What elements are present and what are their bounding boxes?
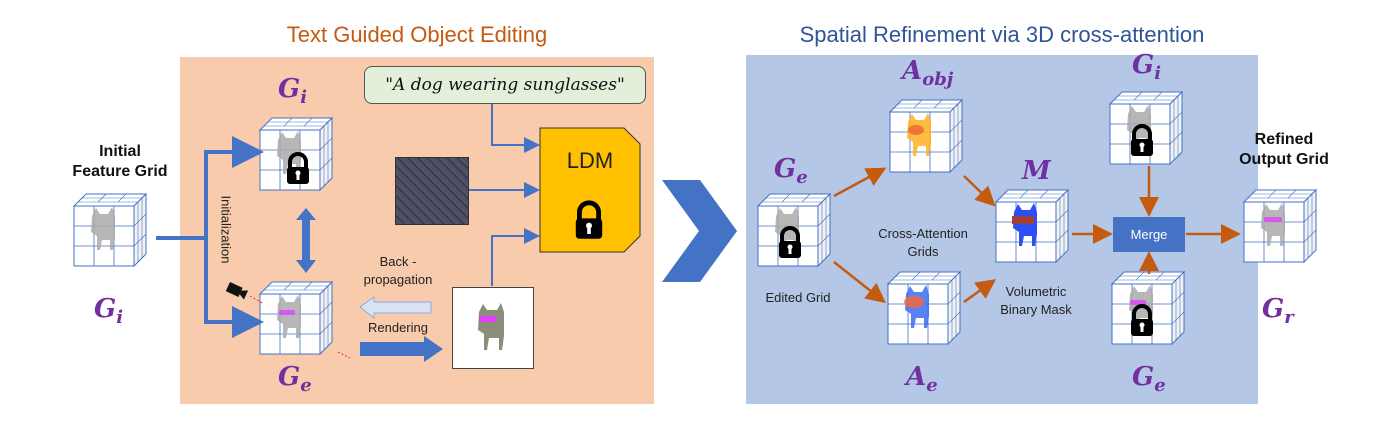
ae-symbol: Ae bbox=[906, 362, 938, 397]
text-prompt-box: "A dog wearing sunglasses" bbox=[364, 66, 646, 104]
backprop-arrow bbox=[359, 296, 432, 320]
m-symbol: M bbox=[1022, 156, 1051, 186]
camera-icon bbox=[225, 282, 249, 300]
output-label-line1: Refined bbox=[1254, 131, 1314, 148]
backprop-label-line1: Back - bbox=[379, 254, 417, 269]
edited-grid-cube bbox=[757, 193, 831, 267]
merge-block: Merge bbox=[1113, 217, 1185, 252]
backprop-label-line2: propagation bbox=[363, 272, 433, 287]
gi-locked-cube-right bbox=[1109, 91, 1183, 165]
aobj-symbol: Aobj bbox=[902, 56, 954, 91]
ae-to-mask-arrow bbox=[963, 279, 997, 304]
gi-locked-cube bbox=[259, 117, 333, 191]
ldm-label: LDM bbox=[566, 148, 614, 173]
ge-to-aobj-arrow bbox=[833, 167, 887, 198]
init-arrow-to-ge bbox=[204, 238, 264, 338]
render-to-ldm-arrow bbox=[491, 228, 540, 286]
aobj-to-mask-arrow bbox=[963, 175, 996, 207]
prompt-to-ldm-arrow bbox=[491, 102, 540, 153]
ge-locked-cube-right bbox=[1111, 271, 1185, 345]
refined-output-cube bbox=[1243, 189, 1317, 263]
input-gi-symbol: Gi bbox=[94, 294, 124, 329]
rendering-label: Rendering bbox=[368, 320, 428, 335]
rendered-image bbox=[452, 287, 534, 369]
edited-grid-label: Edited Grid bbox=[765, 290, 831, 305]
noise-image bbox=[395, 157, 469, 225]
input-label-line1: Initial bbox=[99, 143, 141, 160]
right-panel-title: Spatial Refinement via 3D cross-attentio… bbox=[799, 22, 1205, 47]
aobj-attention-cube bbox=[889, 99, 963, 173]
sunglasses-icon bbox=[279, 310, 295, 315]
ge-to-ae-arrow bbox=[833, 261, 886, 304]
cross-attention-label-line1: Cross-Attention bbox=[878, 226, 968, 241]
gi-symbol: Gi bbox=[278, 74, 308, 109]
input-label-line2: Feature Grid bbox=[72, 163, 168, 180]
rendering-arrow bbox=[360, 336, 443, 362]
sunglasses-icon bbox=[1264, 217, 1282, 222]
output-label-line2: Output Grid bbox=[1239, 151, 1329, 168]
rendered-dog-icon bbox=[478, 303, 504, 350]
mask-label-line2: Binary Mask bbox=[1000, 302, 1072, 317]
mask-label-line1: Volumetric bbox=[1005, 284, 1067, 299]
sync-double-arrow bbox=[296, 208, 316, 273]
chevron-arrow bbox=[662, 180, 737, 282]
initialization-label: Initialization bbox=[218, 195, 234, 264]
ge-symbol: Ge bbox=[278, 362, 312, 397]
cross-attention-label-line2: Grids bbox=[907, 244, 939, 259]
ldm-block bbox=[539, 127, 641, 253]
right-gi-symbol: Gi bbox=[1132, 50, 1162, 85]
right-ge-symbol: Ge bbox=[774, 154, 808, 189]
init-arrow-to-gi bbox=[156, 136, 264, 240]
left-panel-title: Text Guided Object Editing bbox=[286, 22, 548, 47]
ge-edited-cube bbox=[259, 281, 333, 355]
ae-attention-cube bbox=[887, 271, 961, 345]
output-gr-symbol: Gr bbox=[1262, 294, 1294, 329]
binary-mask-cube bbox=[995, 189, 1069, 263]
right-ge2-symbol: Ge bbox=[1132, 362, 1166, 397]
initial-feature-grid-cube bbox=[73, 193, 147, 267]
